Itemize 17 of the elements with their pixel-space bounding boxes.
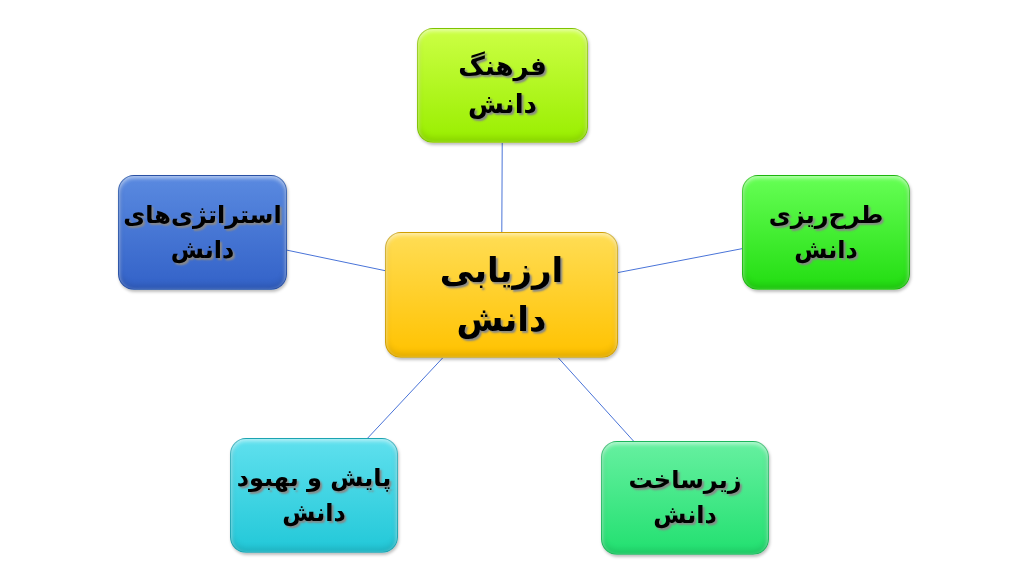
topic-box <box>742 175 910 290</box>
topic-box <box>230 438 398 553</box>
topic-label: پایش و بهبود دانش <box>235 462 393 529</box>
topic-label: زیرساخت دانش <box>627 465 743 531</box>
connector-line <box>557 357 634 442</box>
topic-label: فرهنگ دانش <box>457 49 548 121</box>
topic-box <box>417 28 588 143</box>
connector-line <box>617 248 743 274</box>
topic-label: طرح‌ریزی دانش <box>767 199 885 266</box>
topic-box <box>118 175 287 290</box>
connector-line <box>286 249 386 272</box>
topic-label: ارزیابی دانش <box>438 248 565 341</box>
topic-box <box>601 441 769 555</box>
connector-line <box>501 142 503 233</box>
topic-box <box>385 232 618 358</box>
topic-label: استراتژی‌های دانش <box>122 199 283 266</box>
connector-line <box>367 357 444 439</box>
